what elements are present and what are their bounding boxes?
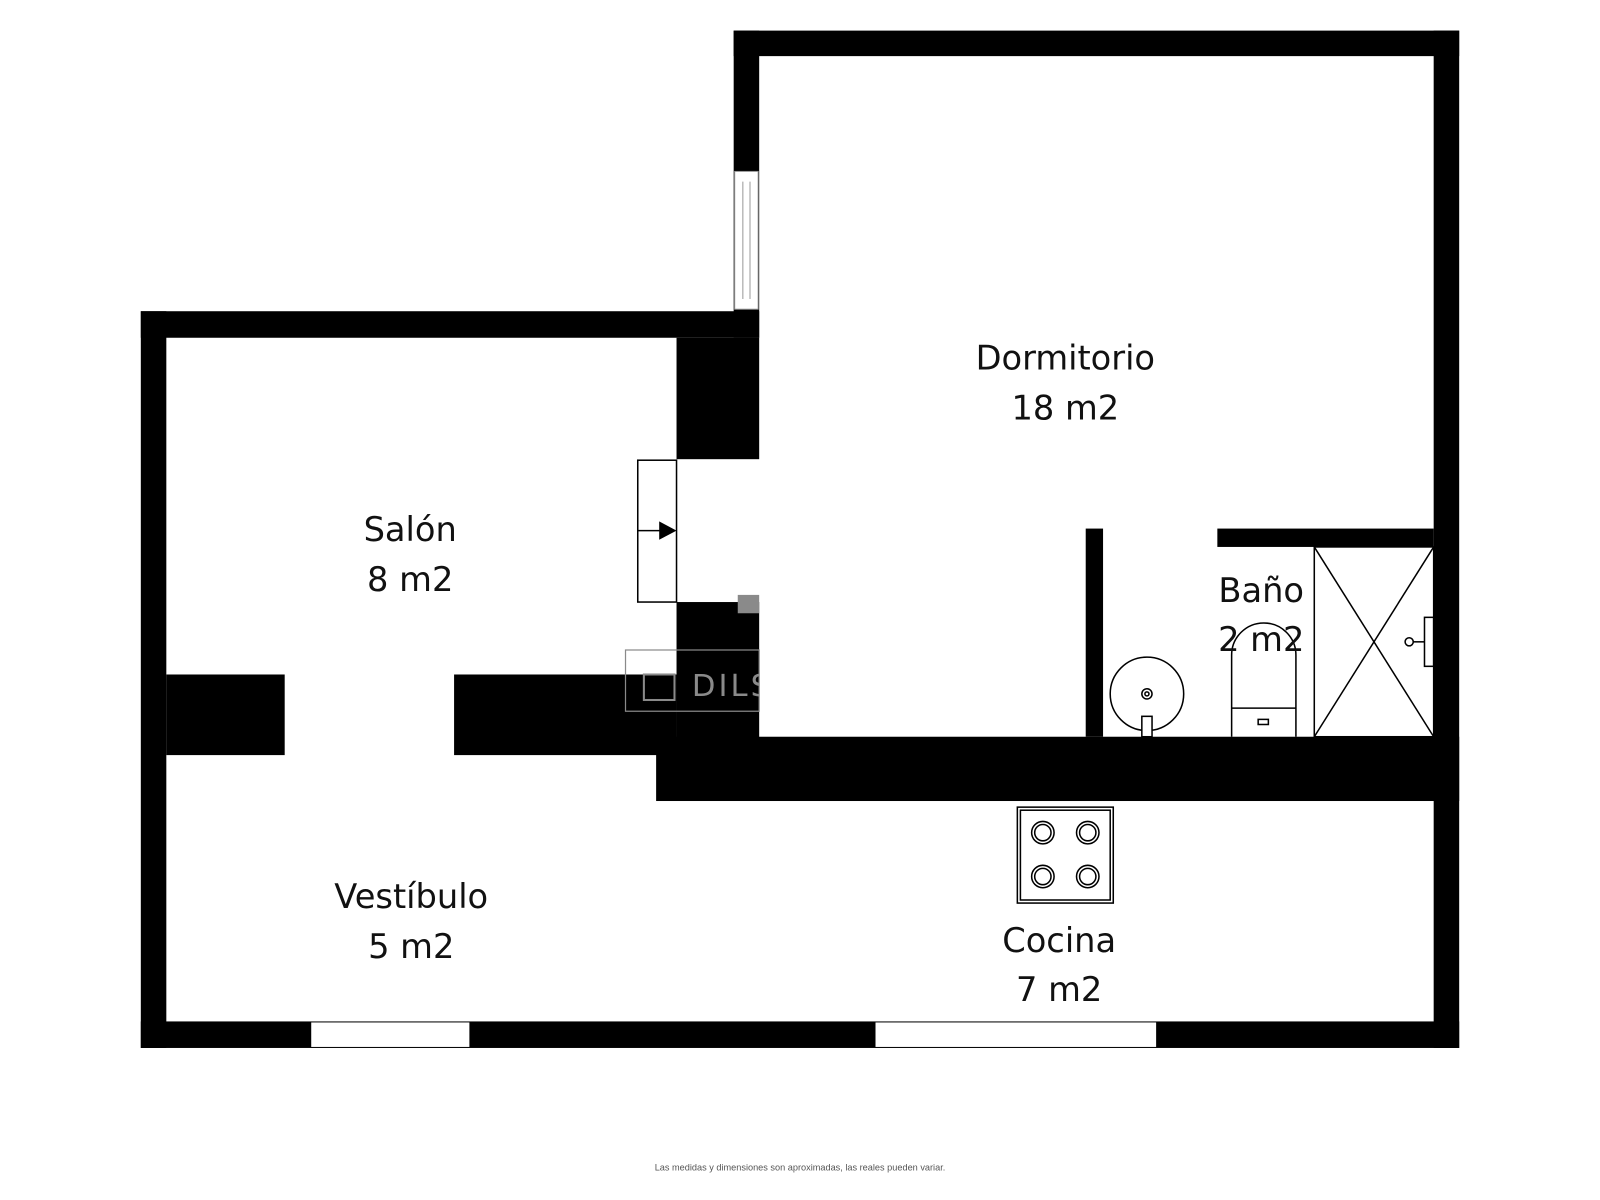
- disclaimer-footer: Las medidas y dimensiones son aproximada…: [655, 1162, 946, 1172]
- walls: [140, 30, 1460, 1048]
- watermark-logo: DILS: [624, 594, 773, 712]
- room-area-bano: 2 m2: [1218, 620, 1304, 659]
- room-area-cocina: 7 m2: [1016, 970, 1102, 1009]
- room-area-salon: 8 m2: [367, 560, 453, 599]
- room-name-cocina: Cocina: [1002, 921, 1116, 960]
- room-name-vestibulo: Vestíbulo: [334, 877, 488, 916]
- room-name-bano: Baño: [1218, 571, 1304, 610]
- door-salon-dormitorio: [636, 459, 678, 603]
- window-cocina: [875, 1022, 1157, 1047]
- window-dormitorio: [734, 170, 759, 310]
- bathroom-fixtures: [1109, 546, 1435, 738]
- room-labels: Dormitorio 18 m2 Salón 8 m2 Baño 2 m2 Ve…: [334, 338, 1304, 1009]
- room-area-dormitorio: 18 m2: [1011, 388, 1119, 427]
- windows: [311, 170, 1157, 1047]
- room-name-dormitorio: Dormitorio: [976, 338, 1155, 377]
- toilet-icon: [1230, 622, 1297, 737]
- room-area-vestibulo: 5 m2: [368, 927, 454, 966]
- watermark-text: DILS: [692, 669, 773, 704]
- room-name-salon: Salón: [364, 510, 457, 549]
- arrow-icon: [659, 521, 677, 540]
- window-vestibulo: [311, 1022, 470, 1047]
- stove-icon: [1016, 806, 1115, 904]
